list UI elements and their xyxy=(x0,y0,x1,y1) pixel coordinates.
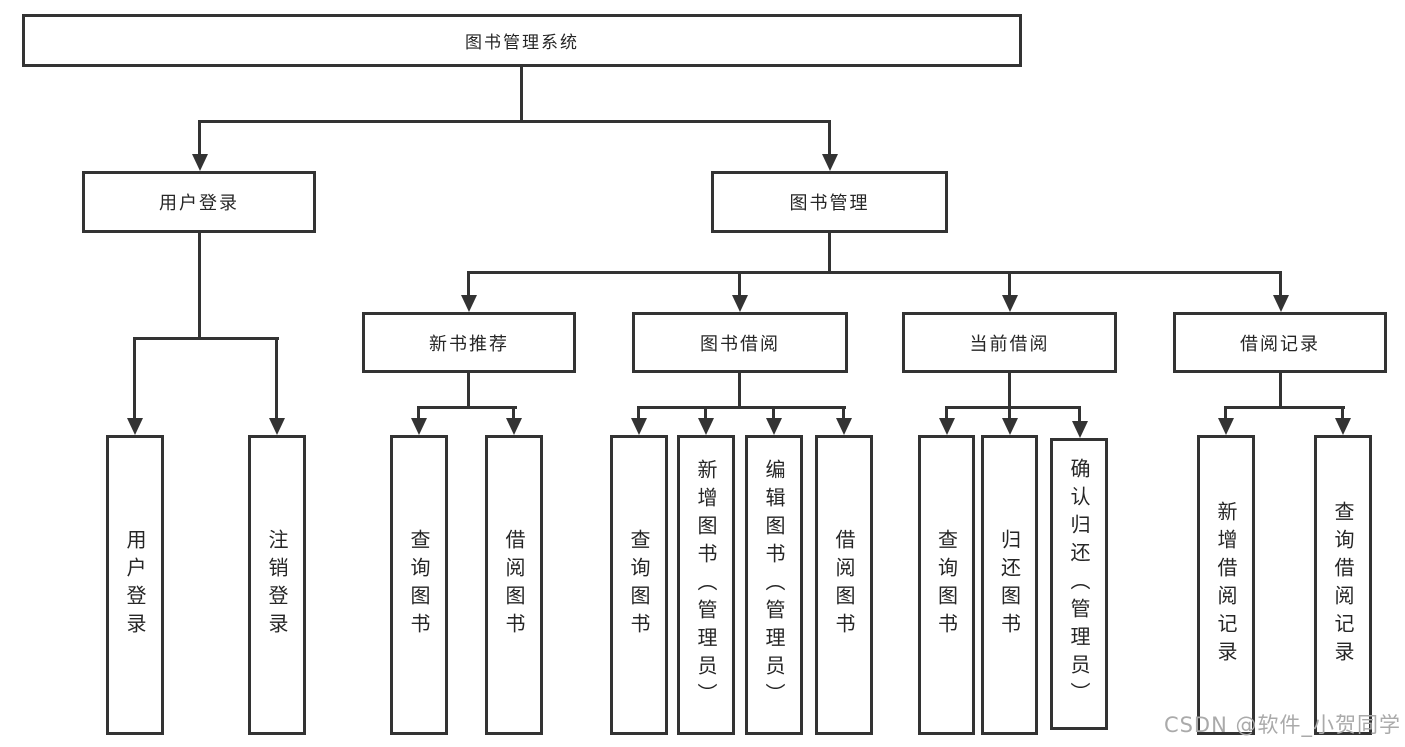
node-label: 归还图书 xyxy=(997,529,1022,641)
node-book-borrowing: 图书借阅 xyxy=(632,312,848,373)
node-current-borrowing: 当前借阅 xyxy=(902,312,1117,373)
connector-arrow xyxy=(835,406,852,435)
node-label: 查询图书 xyxy=(407,529,431,641)
connector-arrow xyxy=(697,406,714,435)
node-user-login: 用户登录 xyxy=(82,171,316,233)
leaf-logout: 注销登录 xyxy=(248,435,306,735)
connector-arrow xyxy=(126,337,143,435)
connector-arrow xyxy=(460,271,477,312)
connector-arrow xyxy=(1334,406,1351,435)
connector-line xyxy=(198,120,831,123)
leaf-query-books-recommend: 查询图书 xyxy=(390,435,448,735)
node-label: 图书管理系统 xyxy=(465,33,579,53)
connector-line xyxy=(1008,373,1011,406)
leaf-borrow-books-recommend: 借阅图书 xyxy=(485,435,543,735)
connector-arrow xyxy=(191,120,208,171)
leaf-add-books-admin: 新增图书（管理员） xyxy=(677,435,735,735)
connector-line xyxy=(198,233,201,337)
connector-arrow xyxy=(731,271,748,312)
node-label: 新增图书（管理员） xyxy=(694,459,718,711)
connector-arrow xyxy=(1217,406,1234,435)
connector-line xyxy=(1224,406,1345,409)
connector-line xyxy=(467,373,470,406)
connector-arrow xyxy=(1001,271,1018,312)
leaf-query-borrow-record: 查询借阅记录 xyxy=(1314,435,1372,735)
connector-arrow xyxy=(268,337,285,435)
connector-line xyxy=(945,406,1081,409)
node-label: 查询借阅记录 xyxy=(1331,501,1355,669)
leaf-return-books: 归还图书 xyxy=(981,435,1038,735)
connector-arrow xyxy=(938,406,955,435)
leaf-confirm-return-admin: 确认归还（管理员） xyxy=(1050,438,1108,730)
connector-arrow xyxy=(1272,271,1289,312)
connector-line xyxy=(417,406,517,409)
node-label: 新书推荐 xyxy=(429,333,509,355)
connector-arrow xyxy=(765,406,782,435)
connector-arrow xyxy=(630,406,647,435)
node-label: 借阅记录 xyxy=(1240,333,1320,355)
leaf-add-borrow-record: 新增借阅记录 xyxy=(1197,435,1255,735)
leaf-query-books-current: 查询图书 xyxy=(918,435,975,735)
connector-line xyxy=(637,406,846,409)
leaf-query-books: 查询图书 xyxy=(610,435,668,735)
node-label: 当前借阅 xyxy=(969,333,1050,355)
node-new-book-recommendation: 新书推荐 xyxy=(362,312,576,373)
connector-line xyxy=(133,337,279,340)
node-label: 新增借阅记录 xyxy=(1214,501,1238,669)
connector-arrow xyxy=(1001,406,1018,435)
connector-arrow xyxy=(1071,406,1088,438)
connector-arrow xyxy=(505,406,522,435)
leaf-user-login: 用户登录 xyxy=(106,435,164,735)
leaf-borrow-books: 借阅图书 xyxy=(815,435,873,735)
node-label: 借阅图书 xyxy=(502,529,526,641)
node-book-management: 图书管理 xyxy=(711,171,948,233)
node-label: 用户登录 xyxy=(159,193,239,214)
node-label: 图书借阅 xyxy=(700,333,780,355)
node-label: 查询图书 xyxy=(627,529,651,641)
connector-arrow xyxy=(410,406,427,435)
connector-line xyxy=(520,67,523,120)
node-label: 借阅图书 xyxy=(832,529,856,641)
node-label: 注销登录 xyxy=(265,529,289,641)
connector-line xyxy=(467,271,1282,274)
node-label: 图书管理 xyxy=(789,193,870,214)
connector-line xyxy=(1279,373,1282,406)
node-label: 查询图书 xyxy=(934,529,959,641)
node-borrowing-records: 借阅记录 xyxy=(1173,312,1387,373)
node-label: 确认归还（管理员） xyxy=(1067,458,1091,710)
connector-line xyxy=(828,233,831,271)
connector-line xyxy=(738,373,741,406)
node-label: 编辑图书（管理员） xyxy=(762,459,786,711)
node-label: 用户登录 xyxy=(123,529,147,641)
leaf-edit-books-admin: 编辑图书（管理员） xyxy=(745,435,803,735)
node-library-management-system: 图书管理系统 xyxy=(22,14,1022,67)
csdn-watermark: CSDN @软件_小贺同学 xyxy=(1163,713,1401,737)
connector-arrow xyxy=(821,120,838,171)
